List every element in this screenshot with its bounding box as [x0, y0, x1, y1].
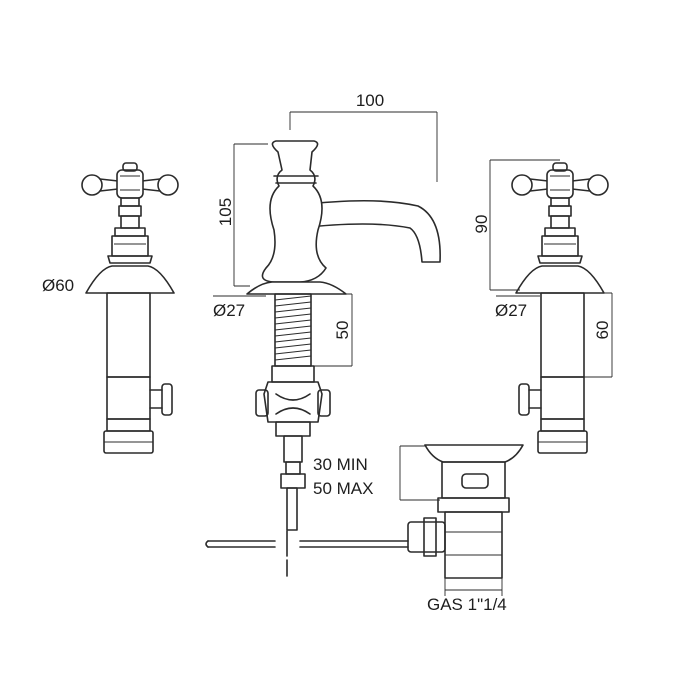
spout-arm	[299, 199, 441, 263]
popup-waste	[205, 444, 524, 579]
left-cross-handle	[81, 162, 179, 199]
right-cross-handle	[511, 162, 609, 199]
spout-base-flange	[246, 281, 347, 295]
center-spout	[246, 140, 441, 531]
handle-height-label: 90	[472, 215, 491, 234]
left-valve-body	[103, 292, 173, 454]
right-valve-body	[518, 292, 588, 454]
center-shank-length-label: 50	[333, 321, 352, 340]
counter-max-label: 50 MAX	[313, 479, 373, 498]
right-shank-diameter-label: Ø27	[495, 301, 527, 320]
right-valve-stem	[537, 197, 583, 264]
center-shank-diameter-label: Ø27	[213, 301, 245, 320]
waste-flange	[424, 444, 524, 463]
spout-body	[261, 140, 327, 283]
left-valve-stem	[107, 197, 153, 264]
escutcheon-diameter-label: Ø60	[42, 276, 74, 295]
right-shank-length-label: 60	[593, 321, 612, 340]
connector-assembly	[255, 365, 331, 531]
left-valve	[81, 162, 179, 454]
spout-reach-label: 100	[356, 91, 384, 110]
right-escutcheon	[515, 265, 605, 294]
dimension-labels: 100 105 90 Ø60 Ø27 Ø27 50 60 30 MIN 50 M…	[42, 91, 612, 614]
threaded-shank	[274, 293, 312, 367]
left-escutcheon	[85, 265, 175, 294]
spout-height-label: 105	[216, 198, 235, 226]
dimension-lines	[213, 111, 613, 596]
right-valve	[511, 162, 609, 454]
waste-thread-label: GAS 1"1/4	[427, 595, 507, 614]
counter-min-label: 30 MIN	[313, 455, 368, 474]
